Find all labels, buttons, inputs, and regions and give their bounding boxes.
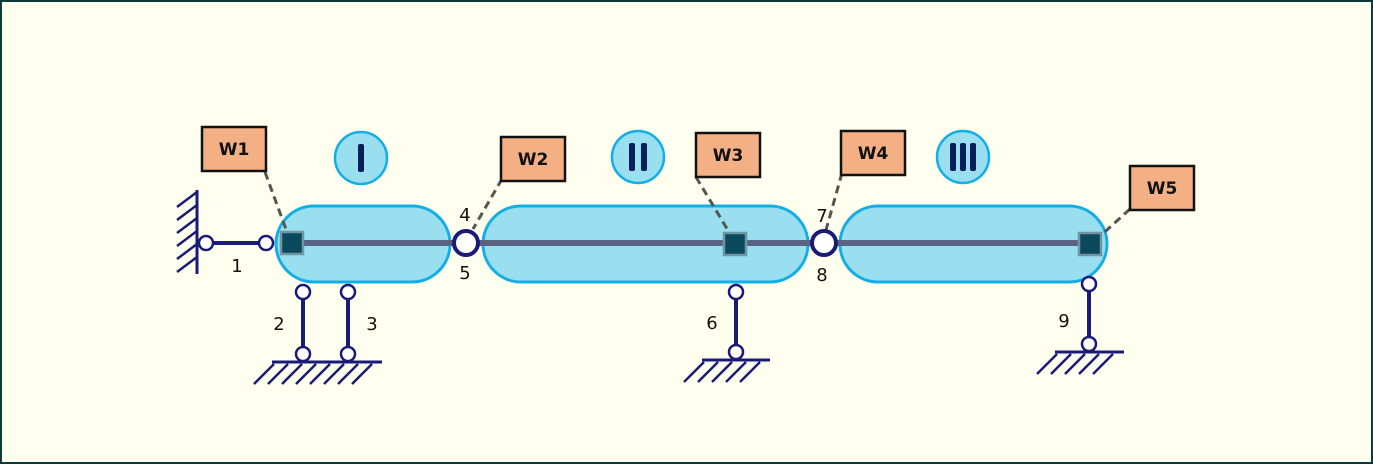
joint-label-4: 4 [459,205,470,226]
sensor-square-w1 [279,230,305,256]
sensor-w2-label: W2 [518,150,549,170]
joint-2-top[interactable] [294,283,312,301]
joint-label-3: 3 [366,314,377,335]
sensor-square-w5 [1077,231,1103,257]
joint-1[interactable] [257,234,275,252]
joint-6-top[interactable] [727,283,745,301]
ground-support-2-3 [253,360,382,385]
ground-support-9 [1036,350,1124,375]
joint-label-6: 6 [706,313,717,334]
sensor-w4-label: W4 [858,144,889,164]
joint-9-top[interactable] [1080,275,1098,293]
joint-label-2: 2 [273,314,284,335]
sensor-w5[interactable]: W5 [1128,164,1196,212]
joint-3-bottom[interactable] [339,345,357,363]
joint-6-bottom[interactable] [727,343,745,361]
joint-label-8: 8 [816,265,827,286]
badge-body-III [935,129,991,185]
sensor-w4[interactable]: W4 [839,129,907,177]
joint-label-9: 9 [1058,311,1069,332]
sensor-leaders [263,171,1132,243]
sensor-w5-label: W5 [1147,179,1178,199]
ground-support-6 [683,358,770,383]
badge-body-I [333,130,389,186]
sensor-w3-label: W3 [713,146,744,166]
joint-label-1: 1 [231,256,242,277]
joint-label-5: 5 [459,263,470,284]
sensor-w1-label: W1 [219,140,250,160]
joint-2-bottom[interactable] [294,345,312,363]
wall-support-left [176,190,199,274]
sensor-square-w3 [722,231,748,257]
badge-body-II [610,129,666,185]
joint-9-bottom[interactable] [1080,335,1098,353]
joint-3-top[interactable] [339,283,357,301]
sensor-w3[interactable]: W3 [694,131,762,179]
sensor-w2[interactable]: W2 [499,135,567,183]
sensor-w1[interactable]: W1 [200,125,268,173]
joint-wall[interactable] [197,234,215,252]
joint-7-8[interactable] [810,229,838,257]
joint-4-5[interactable] [452,229,480,257]
joint-label-7: 7 [816,206,827,227]
